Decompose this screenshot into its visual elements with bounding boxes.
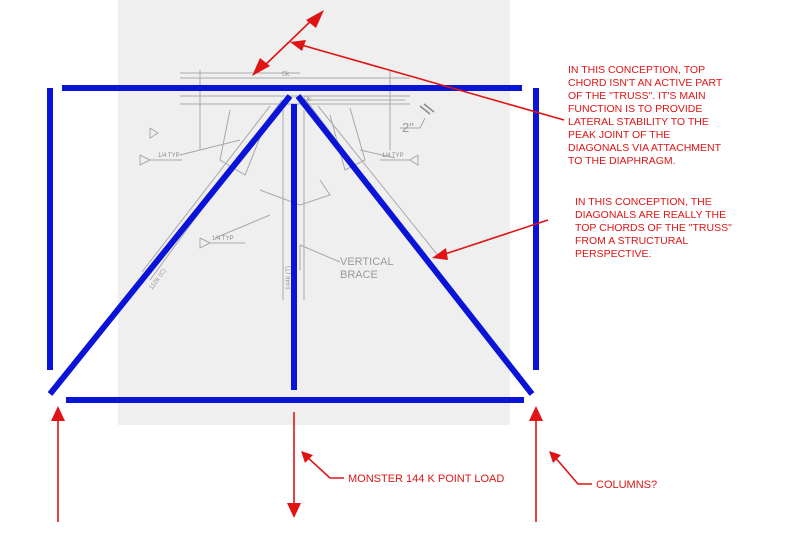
top-chord-note-line: DIAGONALS VIA ATTACHMENT: [568, 142, 722, 154]
lateral-arrow-head-top: [306, 10, 324, 28]
diagonals-leader-arrow-head: [432, 248, 448, 260]
top-chord-note-line: IN THIS CONCEPTION, TOP: [568, 64, 705, 76]
diagonals-note-line: TOP CHORDS OF THE "TRUSS": [575, 222, 732, 234]
point-load-label: MONSTER 144 K POINT LOAD: [348, 473, 504, 485]
dim-label-top-left: 0k: [282, 71, 290, 78]
lateral-double-arrow: [261, 17, 315, 69]
vertical-brace-label-line2: BRACE: [340, 269, 378, 281]
drawing-leader: [179, 139, 241, 156]
point-load-arrow-head: [287, 503, 301, 518]
right-diagonal: [295, 94, 535, 396]
dim-label-top-mid: 0k: [304, 96, 312, 103]
drawing-sheet: [118, 0, 510, 425]
top-chord-leader-arrow-head: [290, 40, 306, 51]
top-chord-note-line: PEAK JOINT OF THE: [568, 129, 670, 141]
columns-leader: [553, 455, 592, 485]
weld-symbol-left-1: [139, 154, 152, 166]
drawing-right-diagonal: [317, 105, 441, 259]
right-column-arrow-head: [529, 406, 543, 421]
vertical-force-label: 144k (T): [285, 266, 292, 290]
weld-symbol-text: 1/4 TYP: [158, 153, 180, 159]
dim-label-2in: 2": [402, 120, 414, 135]
diagonals-note-leader: [441, 219, 549, 256]
drawing-gusset-lower: [259, 179, 331, 206]
weld-symbol-text: 1/4 TYP: [212, 236, 234, 242]
drawing-leader: [299, 244, 341, 263]
columns-label: COLUMNS?: [596, 479, 657, 491]
top-chord-note-line: LATERAL STABILITY TO THE: [568, 116, 709, 128]
top-chord-note-line: FUNCTION IS TO PROVIDE: [568, 103, 702, 115]
left-diagonal: [47, 94, 293, 396]
drawing-2in-leader: [400, 117, 426, 129]
drawing-hatch-mark: [419, 105, 431, 115]
shop-drawing-background: 0k 0k 2" 110k (C) 110k (C) 144k (T) 1/4 …: [118, 0, 510, 425]
diagonals-note-line: PERSPECTIVE.: [575, 248, 651, 260]
lateral-arrow-head-bottom: [252, 58, 270, 76]
weld-symbol-left-2: [149, 127, 159, 139]
drawing-left-diagonal: [141, 105, 271, 273]
vertical-brace-label-line1: VERTICAL: [340, 256, 394, 268]
weld-symbol-text: 1/4 TYP: [382, 153, 404, 159]
drawing-leader: [359, 149, 396, 159]
diagonals-note-line: DIAGONALS ARE REALLY THE: [575, 209, 726, 221]
columns-leader-arrow-head: [549, 451, 561, 463]
point-load-leader-arrow-head: [301, 451, 313, 463]
drawing-hatch-mark: [423, 103, 435, 113]
weld-symbol-lower: [199, 237, 212, 249]
top-chord-note-line: CHORD ISN'T AN ACTIVE PART: [568, 77, 723, 89]
weld-symbol-right: [409, 154, 419, 166]
top-chord-note-leader: [297, 43, 565, 121]
diagonals-note-line: IN THIS CONCEPTION, THE: [575, 196, 712, 208]
diagonals-note-line: FROM A STRUCTURAL: [575, 235, 688, 247]
point-load-leader: [305, 455, 344, 479]
top-chord-note-line: TO THE DIAPHRAGM.: [568, 155, 676, 167]
drawing-leader: [214, 214, 271, 239]
top-chord-note-line: OF THE "TRUSS". IT'S MAIN: [568, 90, 706, 102]
left-column-arrow-head: [51, 406, 65, 421]
